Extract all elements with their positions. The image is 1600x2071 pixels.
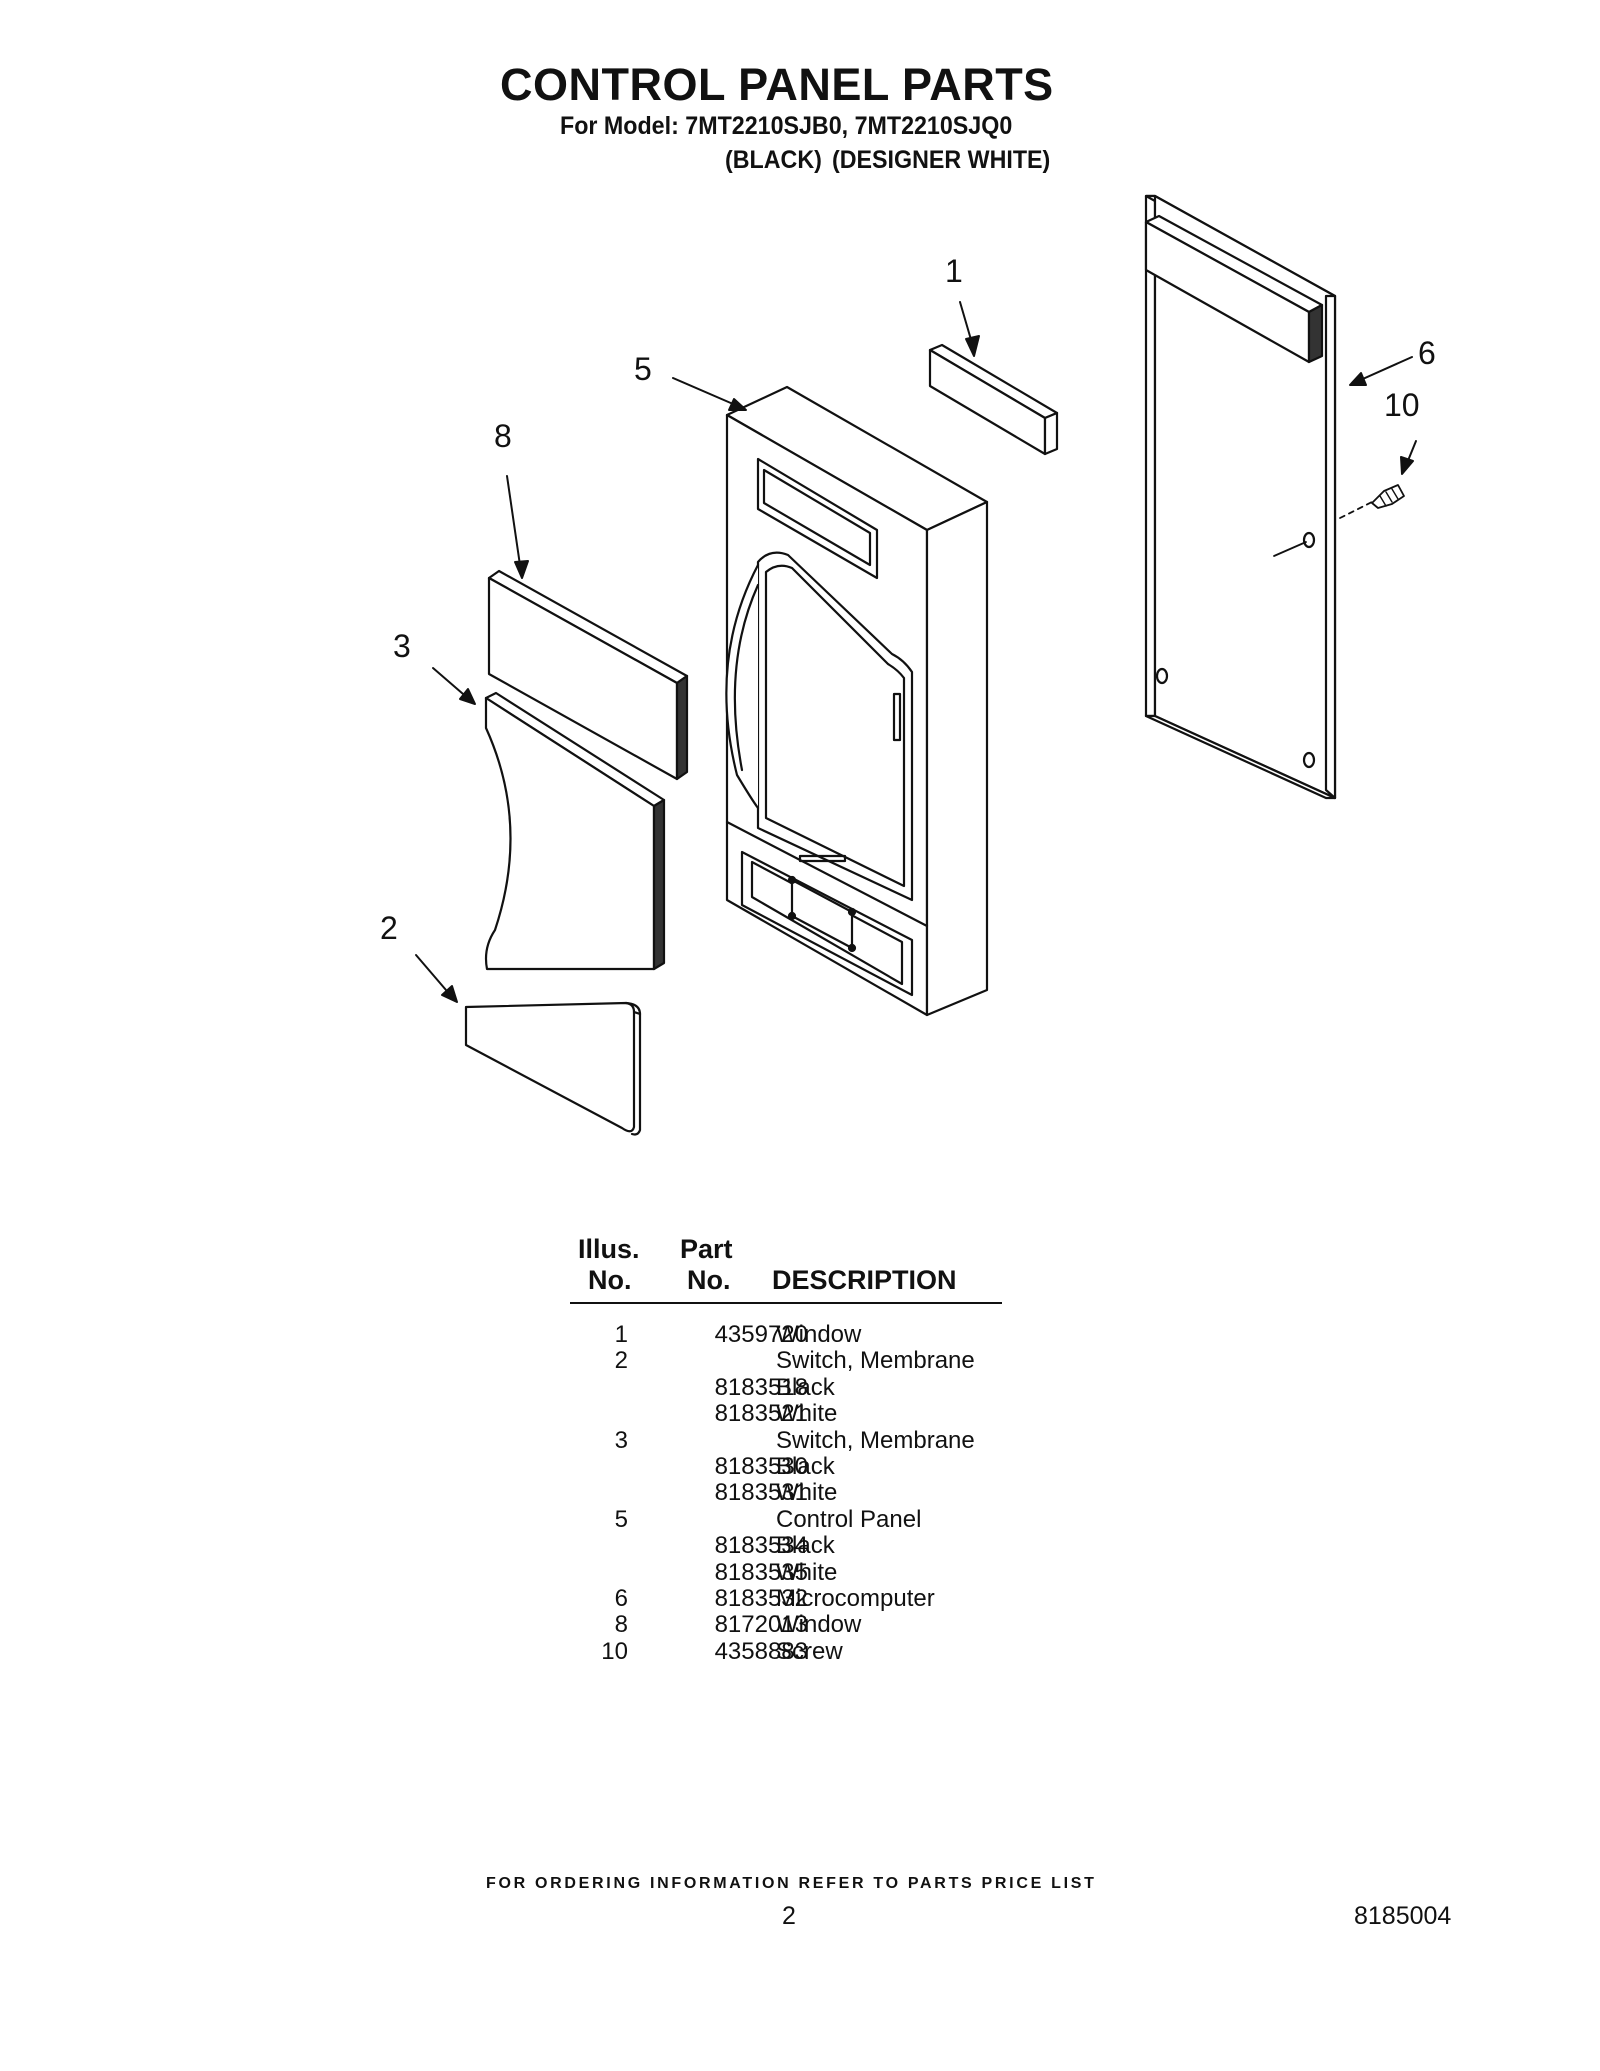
control-panel: [725, 385, 989, 1017]
leader-lines: [415, 301, 1417, 1003]
illus-no: 6: [614, 1584, 628, 1612]
table-row: 8183534 Black: [570, 1532, 1010, 1560]
table-row: 5 Control Panel: [570, 1505, 1010, 1533]
part-no: 4359720: [714, 1321, 808, 1348]
part-no: 8183535: [714, 1558, 808, 1586]
table-row: 8183521 White: [570, 1400, 1010, 1428]
table-row: 8 8172013 Window: [570, 1611, 1010, 1639]
part-description: Switch, Membrane: [776, 1426, 975, 1454]
table-row: 3 Switch, Membrane: [570, 1426, 1010, 1454]
part-description: Switch, Membrane: [776, 1347, 975, 1375]
part-no: 4358883: [714, 1637, 808, 1665]
part-description: Window: [776, 1321, 862, 1348]
variant-white-label: (DESIGNER WHITE): [832, 146, 1051, 174]
table-row: 1 4359720 Window: [570, 1321, 1010, 1348]
part-description: Black: [776, 1532, 835, 1560]
header-illus-line2: No.: [588, 1265, 632, 1295]
model-line: For Model: 7MT2210SJB0, 7MT2210SJQ0: [560, 112, 1013, 140]
header-illus-line1: Illus.: [578, 1234, 640, 1264]
illus-no: 1: [614, 1321, 628, 1348]
illus-no: 2: [614, 1347, 628, 1375]
part-description: Black: [776, 1452, 835, 1480]
part-description: White: [776, 1479, 838, 1507]
callout-1: 1: [945, 253, 963, 289]
part-no: 8183531: [714, 1479, 808, 1507]
part-description: Microcomputer: [776, 1584, 935, 1612]
part-no: 8183518: [714, 1373, 808, 1401]
part-description: Screw: [776, 1637, 843, 1665]
part-description: Control Panel: [776, 1505, 922, 1533]
variant-black-label: (BLACK): [725, 146, 822, 174]
table-row: 8183518 Black: [570, 1373, 1010, 1401]
part-no: 8183534: [714, 1532, 808, 1560]
header-description: DESCRIPTION: [772, 1265, 957, 1295]
callout-5: 5: [634, 351, 652, 387]
part-description: White: [776, 1400, 838, 1428]
callout-10: 10: [1384, 387, 1420, 423]
part-no: 8183532: [714, 1584, 808, 1612]
callout-6: 6: [1418, 335, 1436, 371]
window-strip: [928, 343, 1059, 456]
callout-2: 2: [380, 910, 398, 946]
part-description: White: [776, 1558, 838, 1586]
part-no: 8172013: [714, 1611, 808, 1639]
document-number: 8185004: [1354, 1902, 1452, 1930]
page-title: CONTROL PANEL PARTS: [500, 59, 1054, 110]
membrane-switch-bottom: [464, 1001, 642, 1136]
illus-no: 8: [614, 1611, 628, 1639]
screw: [1339, 484, 1405, 519]
window-panel: [487, 569, 689, 781]
membrane-switch-curved: [484, 691, 666, 971]
illus-no: 3: [614, 1426, 628, 1454]
parts-rows: 1 4359720 Window 2 Switch, Membrane 8183…: [570, 1321, 1010, 1665]
ordering-note: FOR ORDERING INFORMATION REFER TO PARTS …: [486, 1875, 1097, 1892]
illus-no: 10: [601, 1637, 628, 1665]
table-row: 8183535 White: [570, 1558, 1010, 1586]
illus-no: 5: [614, 1505, 628, 1533]
table-row: 2 Switch, Membrane: [570, 1347, 1010, 1375]
callout-8: 8: [494, 418, 512, 454]
part-description: Black: [776, 1373, 835, 1401]
table-row: 8183530 Black: [570, 1452, 1010, 1480]
header-rule: [570, 1302, 1002, 1304]
table-row: 10 4358883 Screw: [570, 1637, 1010, 1665]
part-no: 8183521: [714, 1400, 808, 1428]
header-part-line2: No.: [687, 1265, 731, 1295]
callout-3: 3: [393, 628, 411, 664]
table-row: 6 8183532 Microcomputer: [570, 1584, 1010, 1612]
microcomputer-board: [1144, 194, 1337, 800]
header-part-line1: Part: [680, 1234, 733, 1264]
part-no: 8183530: [714, 1452, 808, 1480]
table-row: 8183531 White: [570, 1479, 1010, 1507]
part-description: Window: [776, 1611, 862, 1639]
page-number: 2: [782, 1902, 796, 1930]
